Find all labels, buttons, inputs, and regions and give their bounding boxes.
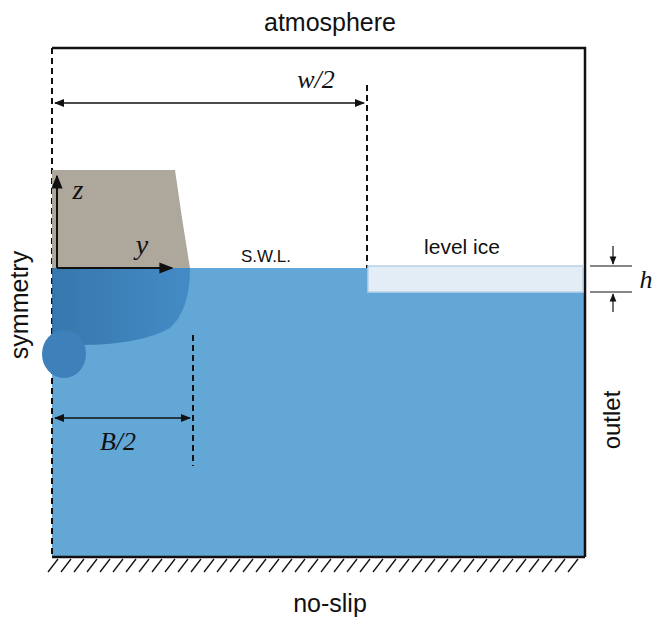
thickness-ext bbox=[590, 291, 632, 292]
domain-border bbox=[52, 48, 585, 557]
hatch-stroke bbox=[100, 559, 110, 572]
hatch-stroke bbox=[451, 559, 461, 572]
thickness-ext bbox=[590, 265, 632, 266]
hatch-stroke bbox=[178, 559, 188, 572]
thickness-arrow bbox=[612, 294, 613, 312]
hatch-stroke bbox=[295, 559, 305, 572]
hatch-stroke bbox=[542, 559, 552, 572]
hatch-stroke bbox=[230, 559, 240, 572]
hatch-stroke bbox=[334, 559, 344, 572]
dimension-label: h bbox=[640, 267, 653, 293]
hatch-stroke bbox=[74, 559, 84, 572]
hatch-stroke bbox=[412, 559, 422, 572]
water-line-label: S.W.L. bbox=[241, 248, 291, 265]
boundary-label: no-slip bbox=[293, 591, 367, 616]
hatch-stroke bbox=[477, 559, 487, 572]
hatch-stroke bbox=[269, 559, 279, 572]
boundary-label: outlet bbox=[600, 391, 624, 450]
dimension-label: B/2 bbox=[100, 429, 136, 455]
boundary-label: symmetry bbox=[7, 251, 32, 359]
hatch-stroke bbox=[321, 559, 331, 572]
hatch-stroke bbox=[386, 559, 396, 572]
hatch-stroke bbox=[256, 559, 266, 572]
hatch-stroke bbox=[360, 559, 370, 572]
hatch-stroke bbox=[61, 559, 71, 572]
bulbous-bow bbox=[42, 330, 86, 378]
channel-edge bbox=[366, 85, 368, 268]
hatch-stroke bbox=[139, 559, 149, 572]
wall-line bbox=[52, 556, 585, 559]
hatch-stroke bbox=[347, 559, 357, 572]
hatch-stroke bbox=[217, 559, 227, 572]
z-axis bbox=[56, 176, 58, 268]
hatch-stroke bbox=[503, 559, 513, 572]
hatch-stroke bbox=[87, 559, 97, 572]
hatch-stroke bbox=[152, 559, 162, 572]
ice-label: level ice bbox=[424, 236, 500, 257]
boundary-label: atmosphere bbox=[264, 10, 396, 35]
hatch-stroke bbox=[113, 559, 123, 572]
hatch-stroke bbox=[490, 559, 500, 572]
width-dimension bbox=[55, 102, 364, 104]
hatch-stroke bbox=[48, 559, 58, 572]
hatch-stroke bbox=[204, 559, 214, 572]
thickness-arrow bbox=[612, 246, 613, 264]
wall-hatching bbox=[48, 559, 578, 572]
hatch-stroke bbox=[282, 559, 292, 572]
hatch-stroke bbox=[555, 559, 565, 572]
hatch-stroke bbox=[126, 559, 136, 572]
hatch-stroke bbox=[165, 559, 175, 572]
y-axis bbox=[57, 267, 172, 269]
level-ice bbox=[368, 266, 583, 292]
hatch-stroke bbox=[399, 559, 409, 572]
hatch-stroke bbox=[373, 559, 383, 572]
axis-label: y bbox=[136, 231, 148, 259]
hatch-stroke bbox=[243, 559, 253, 572]
hatch-stroke bbox=[425, 559, 435, 572]
beam-dimension bbox=[55, 417, 190, 419]
hatch-stroke bbox=[308, 559, 318, 572]
hatch-stroke bbox=[529, 559, 539, 572]
axis-label: z bbox=[73, 176, 84, 204]
beam-edge bbox=[192, 335, 194, 466]
hatch-stroke bbox=[568, 559, 578, 572]
hatch-stroke bbox=[516, 559, 526, 572]
dimension-label: w/2 bbox=[297, 67, 335, 93]
hatch-stroke bbox=[191, 559, 201, 572]
hatch-stroke bbox=[438, 559, 448, 572]
hatch-stroke bbox=[464, 559, 474, 572]
ship-hull-above bbox=[52, 170, 190, 268]
water bbox=[52, 268, 585, 557]
